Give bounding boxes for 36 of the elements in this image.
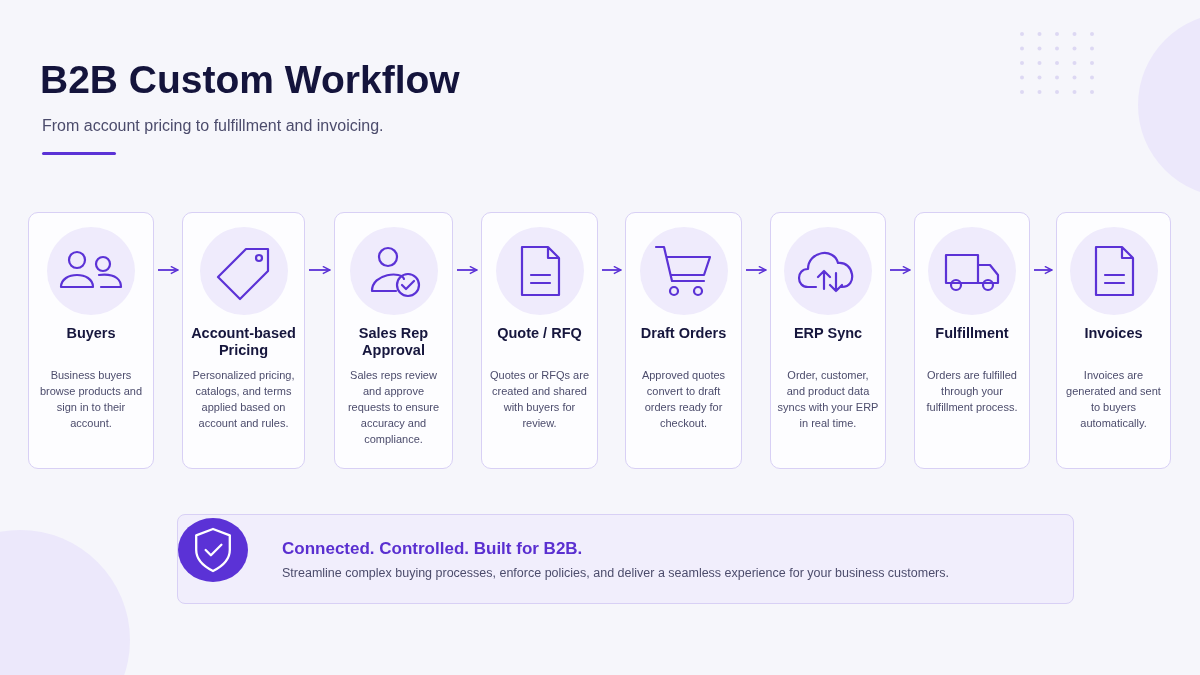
step-description: Personalized pricing, catalogs, and terms applied based on account and rules.: [191, 368, 296, 431]
step-title: Account-based Pricing: [190, 325, 297, 359]
subtitle: From account pricing to fulfillment and invoicing.: [42, 117, 384, 135]
step-description: Sales reps review and approve requests to ensure accuracy and compliance.: [346, 368, 441, 447]
step-card: [914, 212, 1030, 469]
step-title: Fulfillment: [934, 325, 1010, 342]
step-description: Orders are fulfilled through your fulfillment process.: [925, 368, 1019, 415]
step-card: [28, 212, 154, 469]
step-card: [770, 212, 886, 469]
arrow: [308, 265, 331, 275]
arrow: [157, 265, 179, 275]
step-card: [334, 212, 453, 469]
step-description: Invoices are generated and sent to buyers automatically.: [1065, 368, 1162, 431]
step-card: [625, 212, 742, 469]
banner-heading: Connected. Controlled. Built for B2B.: [282, 539, 583, 559]
step-card: [182, 212, 305, 469]
step-card: [1056, 212, 1171, 469]
step-description: Business buyers browse products and sign in to their account.: [38, 368, 144, 431]
step-title: Quote / RFQ: [496, 325, 583, 342]
step-title: ERP Sync: [792, 325, 864, 342]
arrow: [456, 265, 478, 275]
step-description: Approved quotes convert to draft orders ready for checkout.: [640, 368, 727, 431]
step-title: Invoices: [1083, 325, 1144, 342]
arrow: [601, 265, 622, 275]
step-description: Quotes or RFQs are created and shared with buyers for review.: [488, 368, 590, 431]
step-description: Order, customer, and product data syncs with your ERP in real time.: [777, 368, 879, 431]
summary-banner: [177, 514, 1074, 604]
step-card: [481, 212, 598, 469]
arrow: [1033, 265, 1053, 275]
banner-text: Streamline complex buying processes, enforce policies, and deliver a seamless experience for your business customers.: [282, 566, 949, 580]
step-title: Sales Rep Approval: [357, 325, 430, 359]
arrow: [889, 265, 911, 275]
step-title: Draft Orders: [639, 325, 728, 342]
arrow: [745, 265, 767, 275]
title: B2B Custom Workflow: [40, 58, 460, 102]
step-title: Buyers: [65, 325, 117, 342]
